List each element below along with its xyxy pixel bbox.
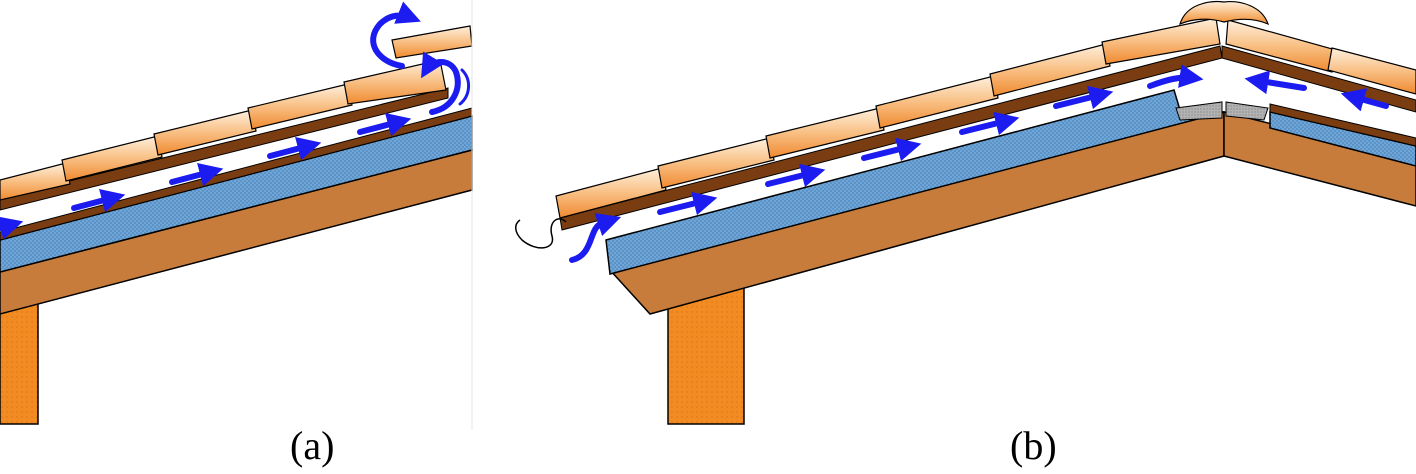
airflow-arrow-icon bbox=[657, 191, 718, 216]
panel-b bbox=[515, 0, 1416, 425]
airflow-arrow-icon bbox=[357, 113, 412, 137]
airflow-arrows-b bbox=[569, 64, 1389, 263]
gutter-hook-icon bbox=[515, 218, 567, 249]
airflow-arrows-a bbox=[0, 1, 470, 240]
ridge-cap-a bbox=[391, 25, 473, 59]
exhaust-curl-arrow-icon bbox=[569, 213, 622, 263]
airflow-arrow-icon bbox=[71, 189, 126, 213]
airflow-arrow-icon bbox=[959, 111, 1020, 136]
exhaust-curl-arrow-icon bbox=[421, 51, 461, 115]
airflow-arrow-icon bbox=[765, 163, 826, 188]
ridge-vent-right bbox=[1225, 101, 1269, 121]
caption-a: (a) bbox=[290, 423, 335, 468]
batten-b-right-lower bbox=[1269, 103, 1416, 147]
post-a bbox=[0, 297, 39, 425]
airflow-arrow-icon bbox=[267, 137, 322, 161]
airflow-arrow-icon bbox=[169, 163, 224, 187]
airflow-arrow-icon bbox=[0, 216, 24, 240]
tiles-a bbox=[0, 59, 447, 201]
deck-b-left bbox=[608, 111, 1225, 315]
tiles-b-right bbox=[1225, 19, 1416, 95]
ridge-vent-left bbox=[1175, 101, 1223, 121]
ridge-cap-icon bbox=[1179, 0, 1269, 26]
airflow-arrow-icon bbox=[1340, 88, 1389, 112]
batten-upper-a bbox=[0, 87, 449, 211]
exhaust-curl-arrow-icon bbox=[370, 1, 421, 69]
exhaust-curl-arrow-icon bbox=[458, 68, 470, 106]
airflow-arrow-icon bbox=[1147, 64, 1204, 89]
batten-b-right bbox=[1221, 45, 1416, 113]
tiles-b-left bbox=[555, 17, 1221, 219]
caption-b: (b) bbox=[1010, 423, 1057, 468]
airflow-arrow-icon bbox=[1244, 70, 1307, 95]
airflow-arrow-icon bbox=[861, 137, 922, 162]
panel-a bbox=[0, 1, 473, 425]
airflow-arrow-icon bbox=[1053, 85, 1114, 110]
